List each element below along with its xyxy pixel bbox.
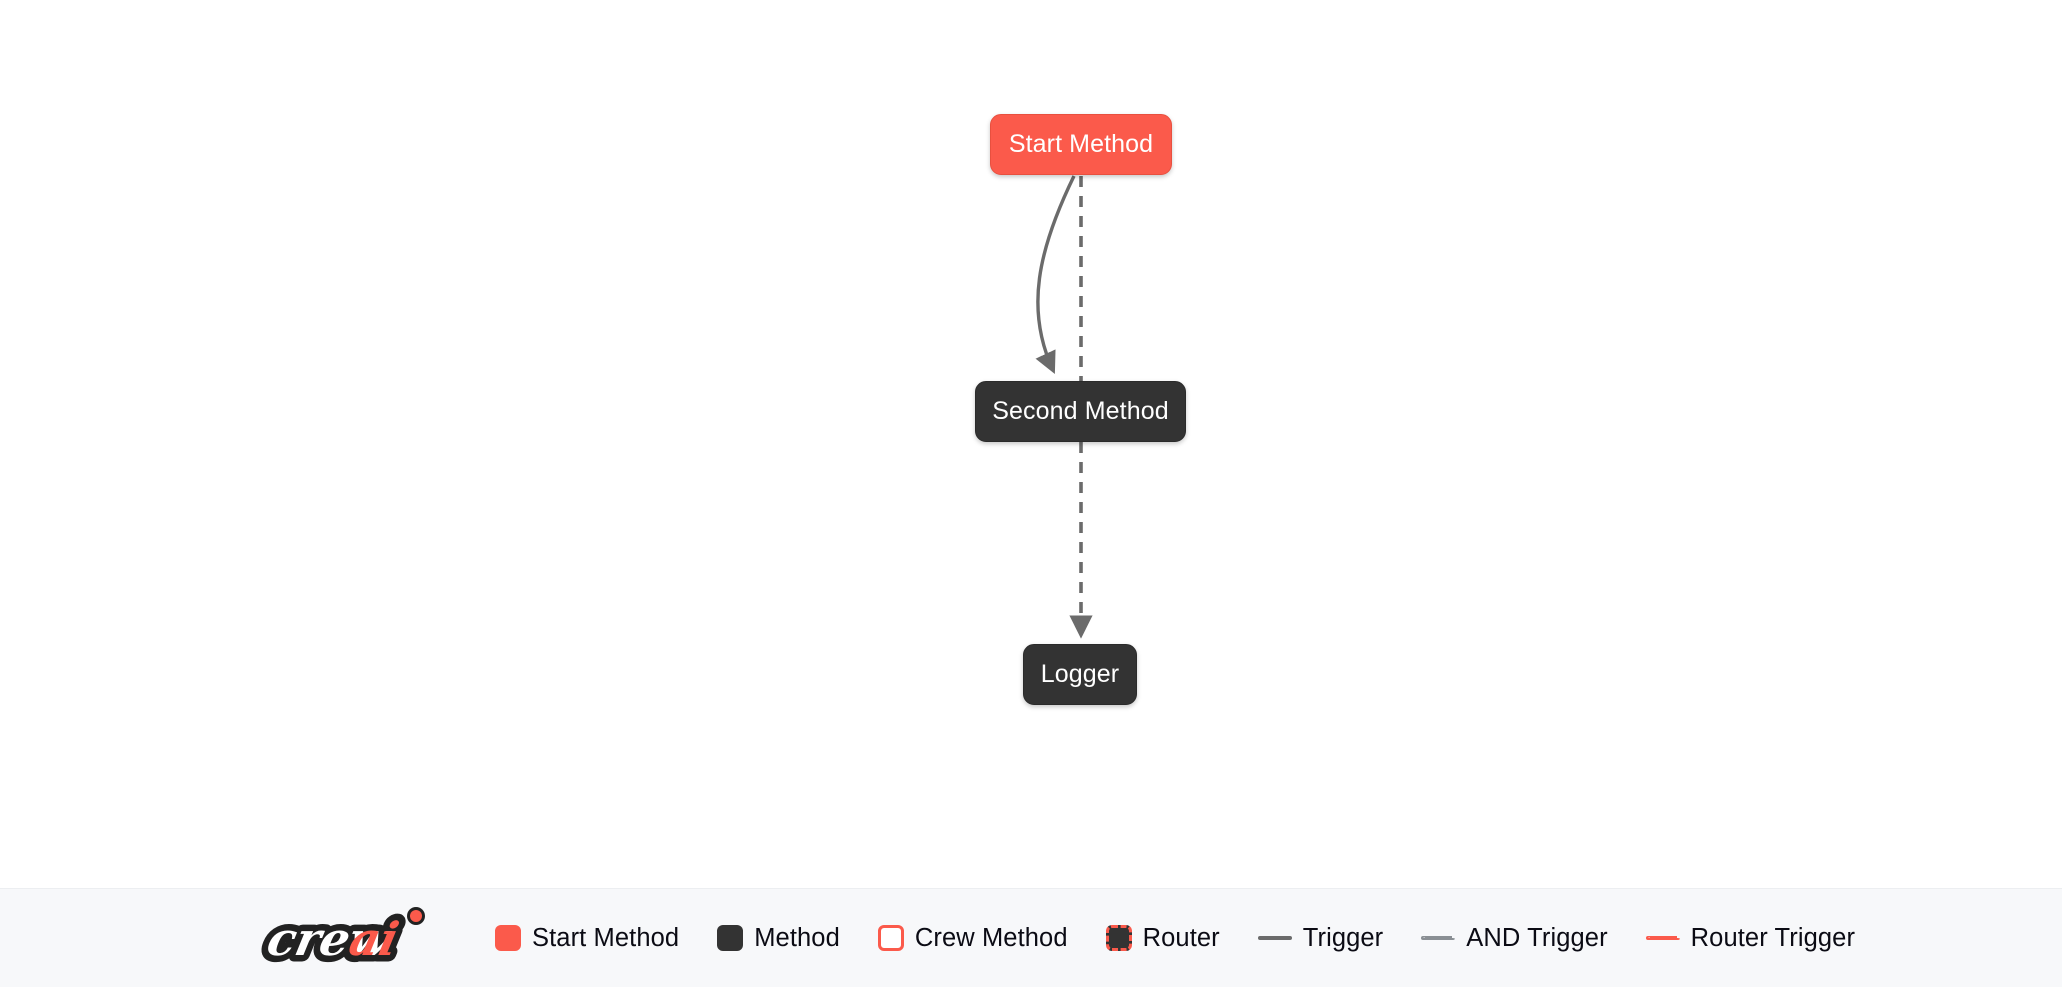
legend-label: Method [754,923,840,952]
flow-canvas[interactable]: Start Method Second Method Logger [0,0,2062,888]
flow-node-label: Start Method [1008,130,1154,158]
logo-text-ai: ai [345,911,404,965]
edge-layer [1035,175,1093,639]
flow-node-label: Logger [1040,660,1120,688]
crewai-logo: crew ai crew ai [256,905,425,972]
legend-item-and-trigger: AND Trigger [1421,923,1608,953]
flow-node-logger[interactable]: Logger [1023,644,1137,705]
legend-item-start-method: Start Method [495,924,679,953]
legend-item-crew-method: Crew Method [877,923,1068,953]
flow-node-second-method[interactable]: Second Method [975,381,1186,442]
legend-label: Router Trigger [1690,923,1856,952]
legend-bar: crew ai crew ai Start Method Method Crew… [0,888,2062,987]
start-method-swatch-icon [495,925,521,951]
legend-label: Start Method [532,923,680,952]
legend-item-router-trigger: Router Trigger [1645,923,1856,953]
edge-trigger-start-to-second [1035,175,1076,375]
router-swatch-icon [1105,925,1132,951]
legend-label: Crew Method [914,923,1068,952]
logo-dot [410,910,422,922]
legend-item-trigger: Trigger [1257,923,1384,953]
flow-node-label: Second Method [992,397,1169,425]
flow-node-start-method[interactable]: Start Method [990,114,1172,175]
legend-item-router: Router [1105,923,1220,953]
legend-label: Router [1142,923,1220,952]
logo-text-crew: crew [263,911,398,965]
crew-method-swatch-icon [877,925,904,951]
legend-label: Trigger [1302,923,1384,952]
legend-item-method: Method [717,924,840,953]
and-trigger-line-icon [1421,936,1456,940]
method-swatch-icon [717,925,744,951]
router-trigger-line-icon [1645,936,1680,940]
trigger-line-icon [1257,936,1292,940]
legend-items: Start Method Method Crew Method Router T… [495,924,1855,953]
legend-label: AND Trigger [1466,923,1608,952]
logo-outline-crew: crew [263,911,398,965]
